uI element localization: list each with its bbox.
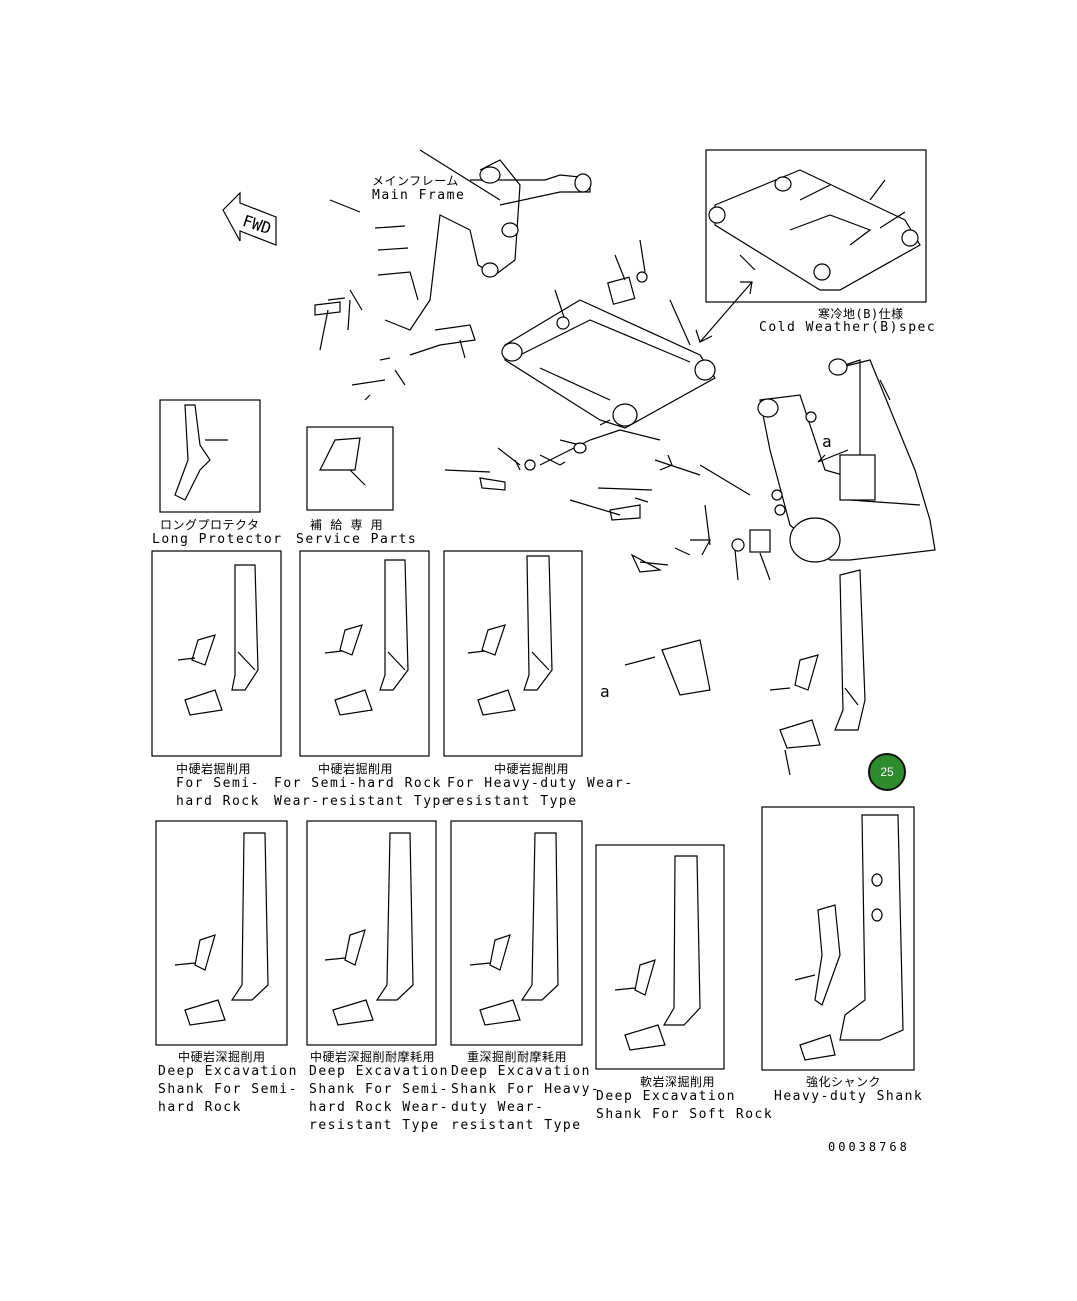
cold-weather-box [705,149,927,303]
deep-heavy-label-1: Deep Excavation [451,1064,591,1079]
service-parts-drawing [319,437,366,486]
heavy-duty-wear-box [443,550,583,757]
heavy-duty-wear-label-2: resistant Type [447,794,578,809]
view-a-pointer [817,449,849,463]
connection-arrow [695,281,753,343]
semi-hard-label-2: hard Rock [176,794,260,809]
heavy-shank-label: Heavy-duty Shank [774,1089,924,1104]
semi-hard-wear-box [299,550,430,757]
deep-semi-label-1: Deep Excavation [158,1064,298,1079]
fwd-arrow-icon: FWD [222,191,277,246]
deep-semi-wear-label-2: Shank For Semi- [309,1082,449,1097]
heavy-duty-wear-label-1: For Heavy-duty Wear- [447,776,634,791]
main-frame-label-jp: メインフレーム [372,174,459,188]
deep-heavy-label-2: Shank For Heavy- [451,1082,601,1097]
semi-hard-label-jp: 中硬岩掘削用 [176,762,252,776]
deep-soft-label-1: Deep Excavation [596,1089,736,1104]
deep-heavy-label-jp: 重深掘削耐摩耗用 [467,1050,568,1064]
deep-semi-label-3: hard Rock [158,1100,242,1115]
deep-semi-wear-box [306,820,437,1046]
view-a-label-bottom: a [600,682,610,701]
semi-hard-wear-label-1: For Semi-hard Rock [274,776,442,791]
semi-hard-label-1: For Semi- [176,776,260,791]
semi-hard-wear-label-jp: 中硬岩掘削用 [318,762,394,776]
deep-semi-label-jp: 中硬岩深掘削用 [178,1050,266,1064]
deep-semi-box [155,820,288,1046]
shank-drawings-bottom [174,814,904,1061]
figure-number: 00038768 [828,1140,910,1154]
main-frame-drawing [314,149,592,401]
deep-heavy-label-3: duty Wear- [451,1100,545,1115]
callout-badge[interactable]: 25 [868,753,906,791]
link-arm-drawing [501,239,716,429]
service-parts-label: Service Parts [296,532,418,547]
deep-semi-wear-label-3: hard Rock Wear- [309,1100,449,1115]
cold-weather-drawing [708,169,921,291]
view-a-label-top: a [822,432,832,451]
deep-semi-label-2: Shank For Semi- [158,1082,298,1097]
long-protector-label: Long Protector [152,532,283,547]
service-parts-label-jp: 補 給 専 用 [310,518,384,532]
long-protector-drawing [174,404,228,501]
heavy-duty-wear-label-jp: 中硬岩掘削用 [494,762,570,776]
deep-soft-box [595,844,725,1070]
shank-drawings-middle [177,555,866,776]
heavy-shank-label-jp: 強化シャンク [806,1075,882,1089]
semi-hard-wear-label-2: Wear-resistant Type [274,794,452,809]
heavy-shank-box [761,806,915,1071]
deep-soft-label-jp: 軟岩深掘削用 [640,1075,716,1089]
cold-weather-label-jp: 寒冷地(B)仕様 [818,307,904,321]
ripper-body-drawing [699,358,936,563]
service-parts-box [306,426,394,511]
deep-heavy-label-4: resistant Type [451,1118,582,1133]
pins-and-bolts [444,419,771,581]
cold-weather-label: Cold Weather(B)spec [759,320,937,335]
semi-hard-box [151,550,282,757]
long-protector-label-jp: ロングプロテクタ [160,518,260,532]
deep-soft-label-2: Shank For Soft Rock [596,1107,774,1122]
deep-heavy-box [450,820,583,1046]
main-frame-label: Main Frame [372,188,466,203]
deep-semi-wear-label-jp: 中硬岩深掘削耐摩耗用 [310,1050,436,1064]
deep-semi-wear-label-4: resistant Type [309,1118,440,1133]
deep-semi-wear-label-1: Deep Excavation [309,1064,449,1079]
long-protector-box [159,399,261,513]
